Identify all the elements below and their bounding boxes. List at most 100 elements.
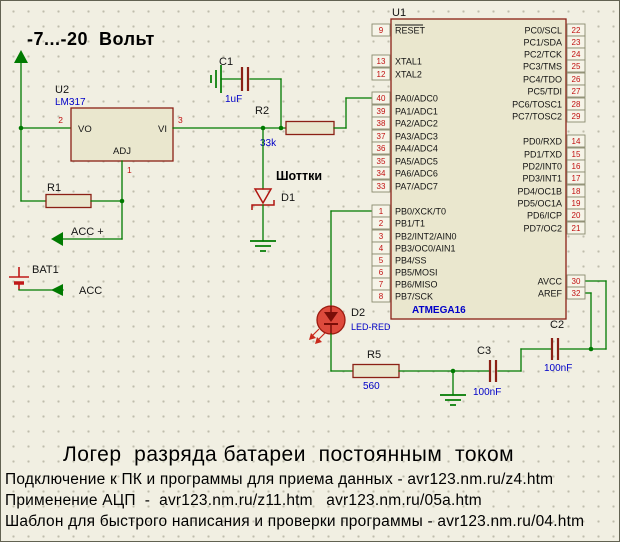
u2-ref: U2 [55,84,69,96]
u1-atmega16-body[interactable] [390,18,567,320]
u1-pin-number-box[interactable] [371,216,391,230]
u1-pin-name: PC3/TMS [523,62,562,72]
u1-pin-number: 24 [572,50,581,59]
u1-pin-name: PC5/TDI [527,87,562,97]
u1-pin-name: AREF [538,289,563,299]
u1-pin-name: PA5/ADC5 [395,157,438,167]
u2-pin-number-vi: 3 [178,115,183,125]
u1-pin-name: PC7/TOSC2 [512,112,562,122]
u1-pin-number-box[interactable] [566,286,586,300]
u1-pin-name: PD1/TXD [524,150,563,160]
u1-pin-number-box[interactable] [371,166,391,180]
r1-resistor-body[interactable] [45,193,92,209]
d1-diode-body[interactable] [253,188,273,205]
d1-ref: D1 [281,192,295,204]
r5-value: 560 [363,381,380,392]
u1-pin-number: 1 [379,207,384,216]
u1-pin-number: 28 [572,100,581,109]
u1-pin-name: PB2/INT2/AIN0 [395,232,457,242]
u1-pin-number: 33 [377,182,386,191]
u1-pin-number: 26 [572,75,581,84]
u1-pin-number: 23 [572,38,581,47]
u1-pin-number-box[interactable] [371,54,391,68]
u2-pin-number-vo: 2 [58,115,63,125]
u1-pin-name: PA0/ADC0 [395,94,438,104]
u1-part: ATMEGA16 [412,305,466,316]
acc-terminal-icon[interactable] [51,284,63,296]
u1-pin-name: PB0/XCK/T0 [395,207,446,217]
u1-pin-number-box[interactable] [566,208,586,222]
u1-pin-name: PA3/ADC3 [395,132,438,142]
power-terminal-icon[interactable] [14,50,28,63]
u1-pin-number: 6 [379,268,384,277]
d2-value: LED-RED [351,322,391,332]
caption-line-2: Применение АЦП - avr123.nm.ru/z11.htm av… [5,492,482,509]
u1-pin-number: 30 [572,277,581,286]
u1-pin-name: PB3/OC0/AIN1 [395,244,456,254]
u1-pin-number-box[interactable] [566,59,586,73]
u1-pin-number: 12 [377,70,386,79]
u1-pin-number: 35 [377,157,386,166]
u1-pin-number-box[interactable] [371,116,391,130]
u1-pin-name: RESET [395,26,426,36]
u1-pin-name: PD2/INT0 [522,162,562,172]
u1-pin-number: 8 [379,292,384,301]
u1-pin-number-box[interactable] [371,67,391,81]
led-emission-arrow-icon [315,337,322,344]
bat1-ref: BAT1 [32,264,59,276]
r1-ref: R1 [47,182,61,194]
u1-pin-number-box[interactable] [566,221,586,235]
u1-pin-number-box[interactable] [371,179,391,193]
u1-pin-name: PB6/MISO [395,280,438,290]
u1-pin-number-box[interactable] [566,171,586,185]
c1-ref: C1 [219,56,233,68]
u1-pin-name: PC4/TDO [523,75,562,85]
c3-value: 100nF [473,387,501,398]
u1-pin-number: 19 [572,199,581,208]
r2-resistor-body[interactable] [285,120,335,136]
acc-plus-terminal-icon[interactable] [51,232,63,246]
u1-pin-number: 29 [572,112,581,121]
u1-pin-number-box[interactable] [371,23,391,37]
u1-pin-name: PC2/TCK [524,50,562,60]
u1-pin-name: PC1/SDA [523,38,562,48]
u1-pin-name: PA6/ADC6 [395,169,438,179]
junction-dot [278,125,284,131]
u1-pin-number: 7 [379,280,384,289]
u1-pin-number-box[interactable] [371,91,391,105]
u1-pin-number-box[interactable] [566,134,586,148]
junction-dot [450,368,456,374]
u1-pin-number: 38 [377,119,386,128]
u1-pin-name: AVCC [538,277,563,287]
u1-pin-number: 22 [572,26,581,35]
u1-pin-name: PB4/SS [395,256,427,266]
c2-value: 100nF [544,363,572,374]
u1-pin-number-box[interactable] [371,289,391,303]
u1-pin-name: PA1/ADC1 [395,107,438,117]
u1-pin-name: XTAL2 [395,70,422,80]
u1-pin-name: PB1/T1 [395,219,425,229]
acc-plus-label: ACC + [71,226,104,238]
u1-pin-number: 16 [572,162,581,171]
u1-pin-number-box[interactable] [566,109,586,123]
u1-pin-number-box[interactable] [566,84,586,98]
u1-pin-number: 2 [379,219,384,228]
u1-pin-number-box[interactable] [371,141,391,155]
u1-pin-number: 32 [572,289,581,298]
caption-line-1: Подключение к ПК и программы для приема … [5,471,554,488]
junction-dot [119,198,125,204]
u1-pin-name: PD7/OC2 [523,224,562,234]
r2-ref: R2 [255,105,269,117]
u1-pin-number: 39 [377,107,386,116]
u1-pin-name: PD6/ICP [527,211,562,221]
r5-resistor-body[interactable] [352,363,400,379]
led-emission-arrow-icon [309,333,316,340]
junction-dot [18,125,24,131]
u2-pin-adj: ADJ [113,146,131,157]
u1-pin-name: PD0/RXD [523,137,563,147]
u1-pin-name: PD3/INT1 [522,174,562,184]
d1-note: Шоттки [276,169,322,183]
junction-dot [260,125,266,131]
